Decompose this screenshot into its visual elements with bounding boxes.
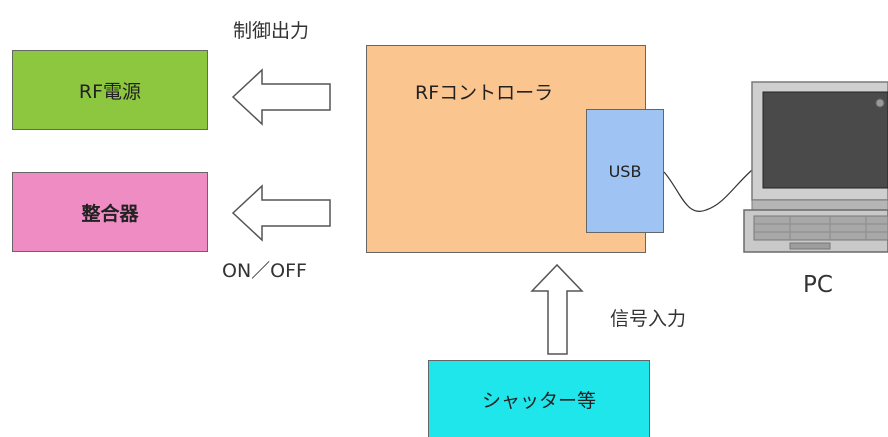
node-rf-power: RF電源 — [12, 50, 208, 130]
label-pc: PC — [803, 272, 833, 298]
label-signal-input: 信号入力 — [610, 308, 687, 330]
node-matcher-label: 整合器 — [81, 202, 139, 225]
label-on-off: ON／OFF — [222, 260, 307, 282]
node-matcher: 整合器 — [12, 172, 208, 252]
node-shutter: シャッター等 — [428, 360, 650, 437]
laptop-icon — [743, 81, 888, 253]
label-control-output: 制御出力 — [233, 20, 310, 42]
node-rf-power-label: RF電源 — [78, 80, 142, 103]
node-shutter-label: シャッター等 — [481, 389, 596, 412]
arrow-on-off — [231, 184, 331, 242]
node-usb-label: USB — [608, 161, 642, 181]
arrow-signal-input — [530, 263, 584, 355]
usb-cable — [663, 169, 753, 212]
arrow-control-output — [231, 68, 331, 126]
node-usb: USB — [586, 109, 664, 233]
node-rf-controller-label: RFコントローラ — [415, 82, 554, 104]
